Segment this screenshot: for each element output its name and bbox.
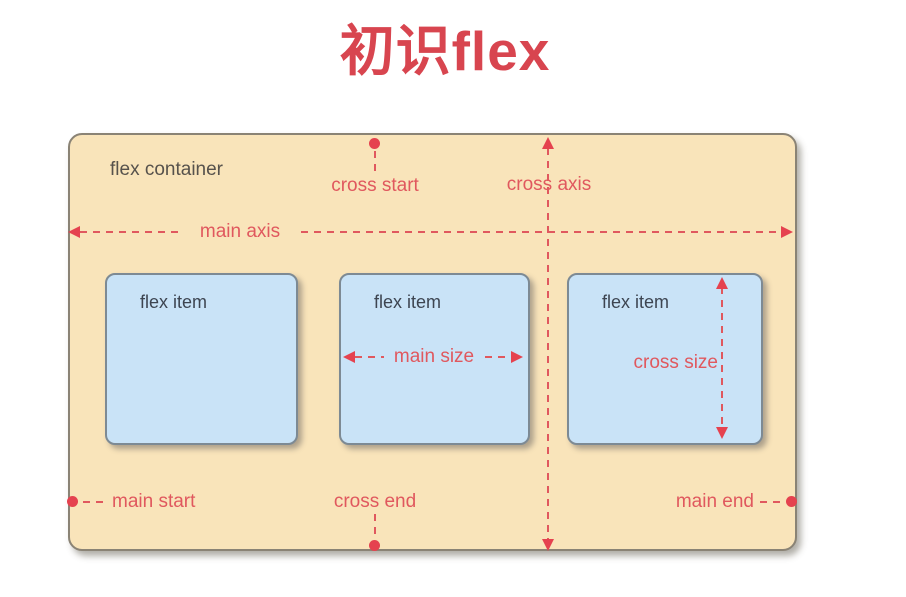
flex-item-label: flex item: [602, 292, 670, 312]
main-size-arrow-left-icon: [343, 351, 355, 363]
cross-axis-label: cross axis: [506, 174, 592, 195]
main-size-label: main size: [384, 346, 484, 368]
cross-size-label: cross size: [633, 352, 718, 373]
main-end-dot-icon: [786, 496, 797, 507]
main-axis-arrow-left-icon: [68, 226, 80, 238]
main-start-label: main start: [112, 491, 196, 512]
main-end-line: [760, 501, 782, 503]
main-size-arrow-right-icon: [511, 351, 523, 363]
cross-start-line: [374, 151, 376, 171]
main-axis-arrow-right-icon: [781, 226, 793, 238]
cross-axis-arrow-up-icon: [542, 137, 554, 149]
cross-size-arrow-up-icon: [716, 277, 728, 289]
main-axis-line: [80, 231, 782, 233]
main-end-label: main end: [675, 491, 754, 512]
main-start-line: [83, 501, 105, 503]
flex-item-label: flex item: [140, 292, 208, 312]
main-start-dot-icon: [67, 496, 78, 507]
cross-start-dot-icon: [369, 138, 380, 149]
flex-item-box-1: flex item: [105, 273, 298, 445]
flex-item-label: flex item: [374, 292, 442, 312]
cross-end-dot-icon: [369, 540, 380, 551]
main-axis-label: main axis: [184, 221, 296, 243]
cross-start-label: cross start: [331, 175, 419, 196]
cross-size-arrow-down-icon: [716, 427, 728, 439]
cross-size-line: [721, 287, 723, 431]
page-title: 初识flex: [339, 20, 551, 82]
flex-container-label: flex container: [110, 159, 224, 180]
cross-axis-line: [547, 148, 549, 540]
cross-end-label: cross end: [333, 491, 417, 512]
flex-item-box-3: flex item: [567, 273, 763, 445]
cross-axis-arrow-down-icon: [542, 539, 554, 551]
cross-end-line: [374, 514, 376, 540]
